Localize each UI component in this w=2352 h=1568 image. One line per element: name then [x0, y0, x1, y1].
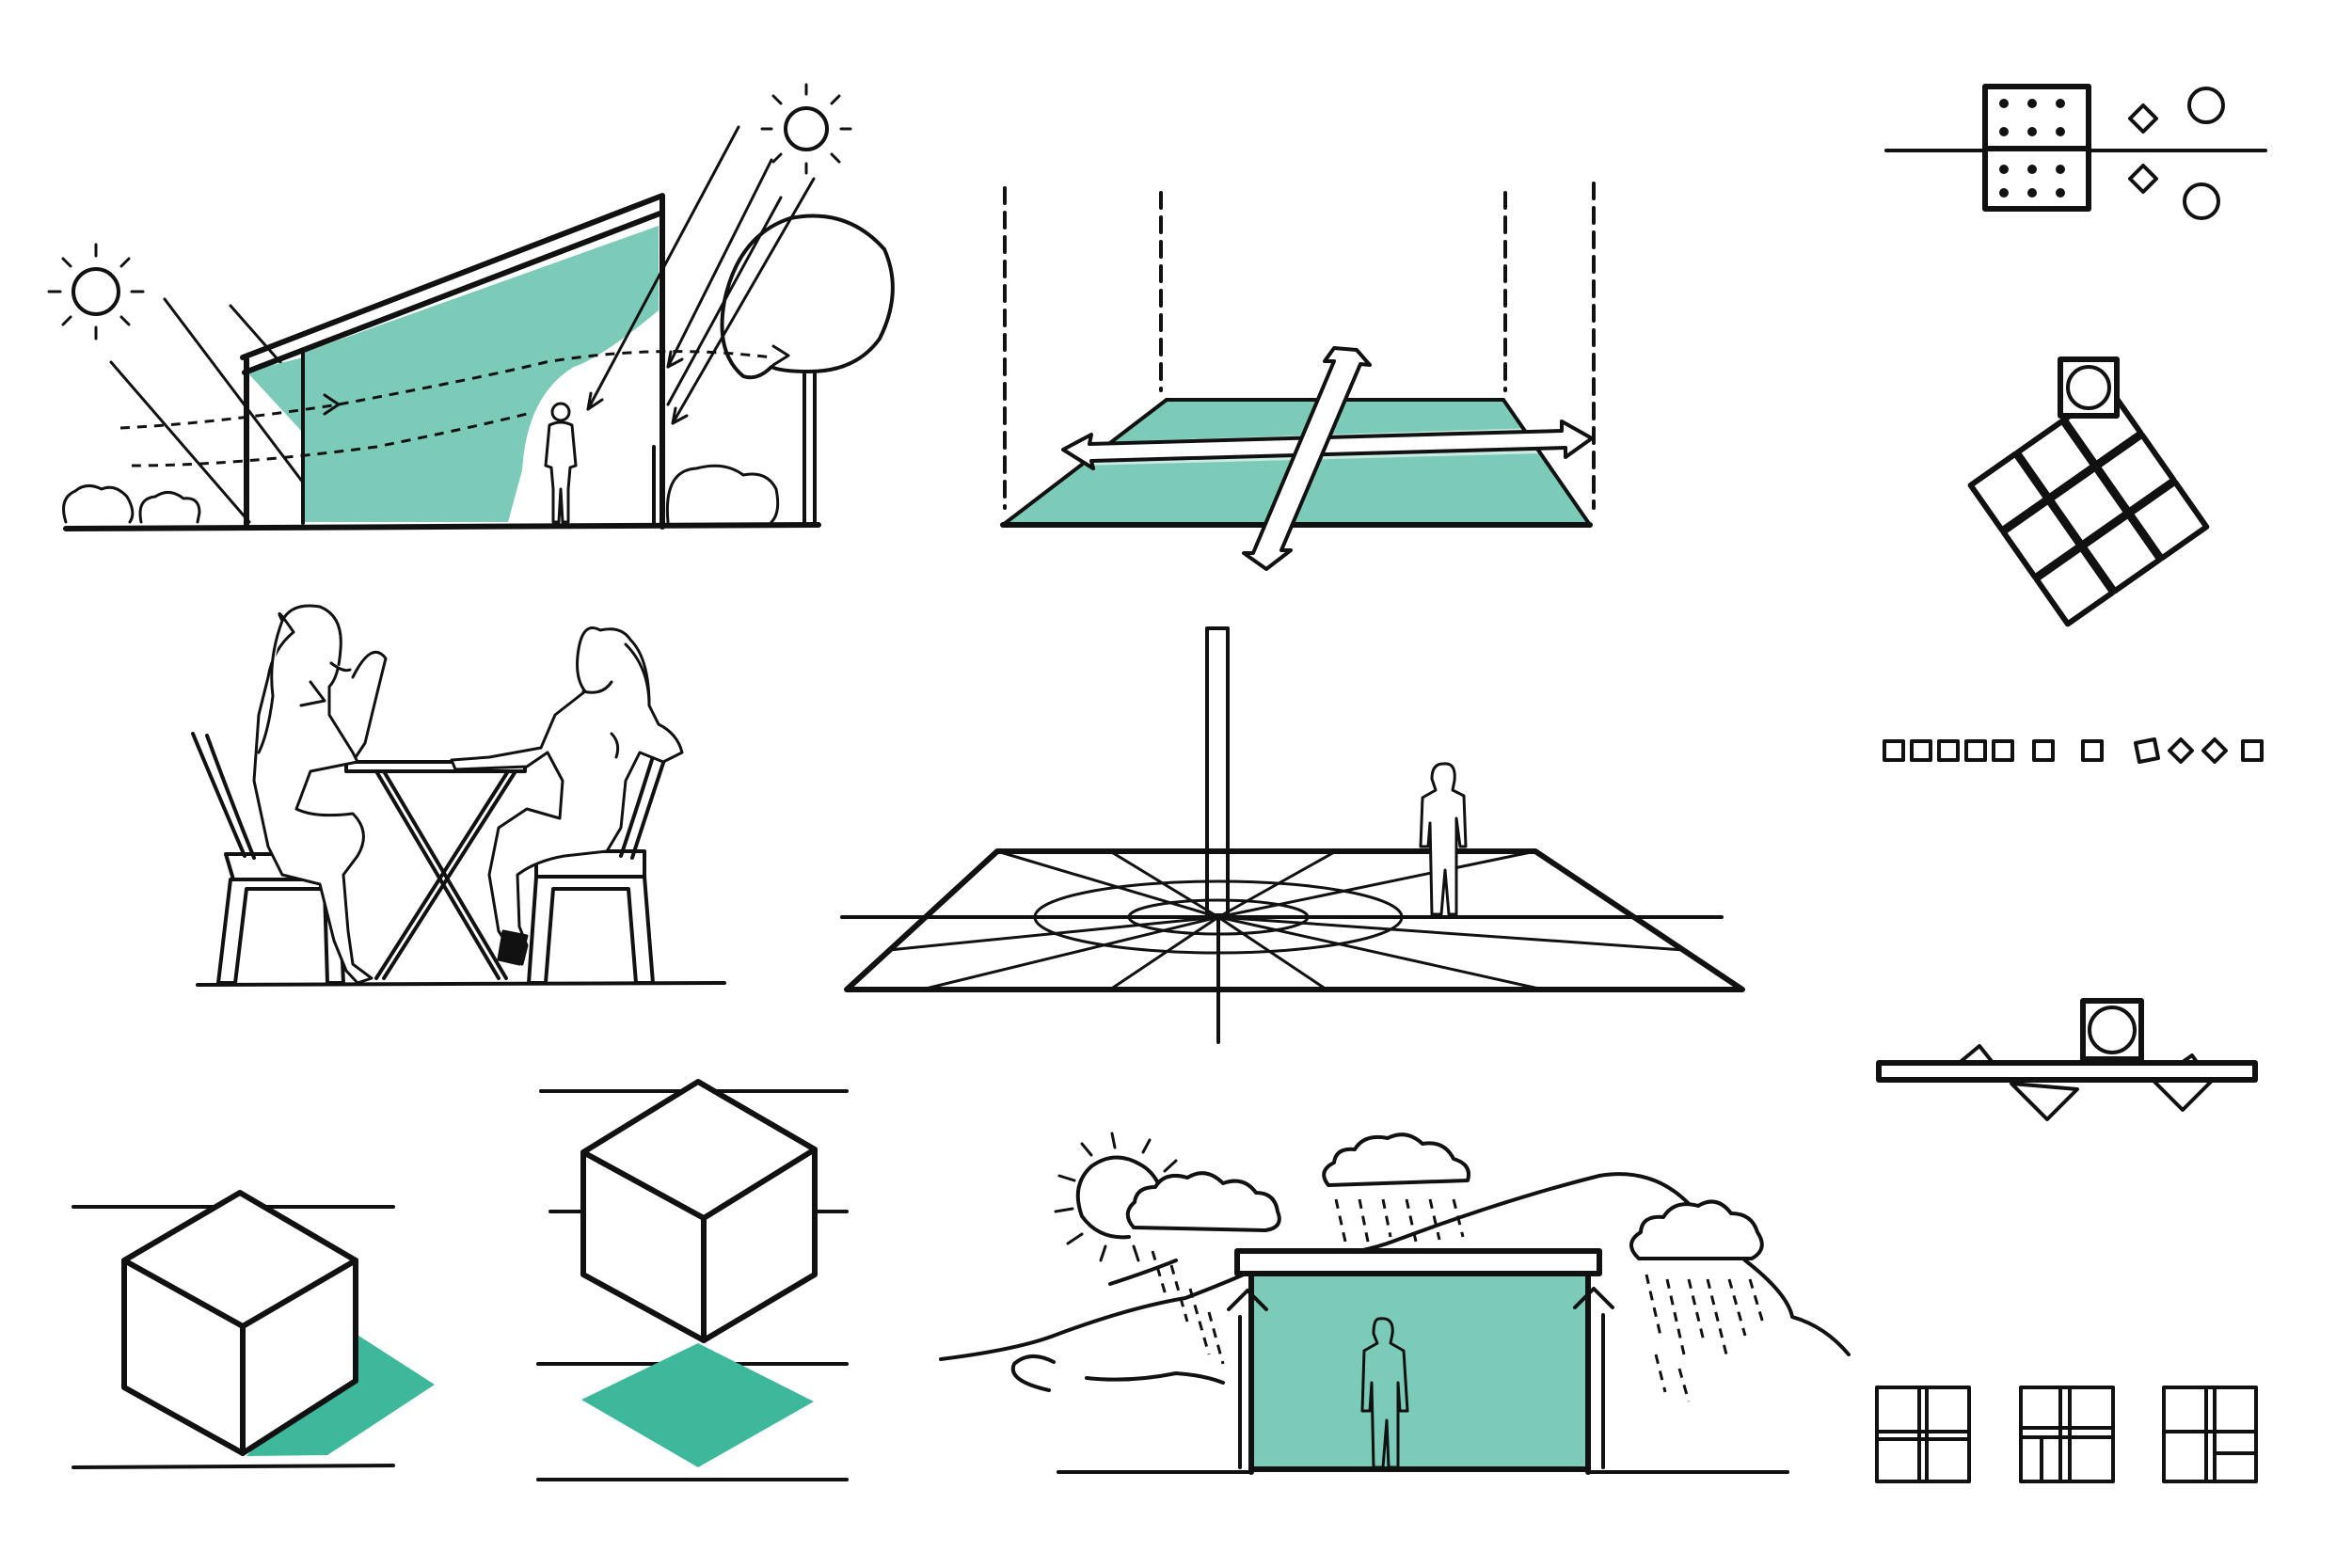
expanding-plane	[1003, 183, 1594, 569]
pillar-icon	[1207, 628, 1228, 915]
shelter-from-weather	[941, 1133, 1849, 1472]
circle-icon	[2189, 88, 2223, 122]
sun-icon	[762, 85, 850, 173]
diamond-icon	[2130, 105, 2156, 132]
sun-and-airflow-section	[49, 85, 893, 529]
vertical-marker-on-radial-grid	[842, 628, 1742, 1042]
person-icon	[1421, 764, 1466, 914]
diamond-icon	[2130, 166, 2156, 192]
cube-icon	[583, 1082, 815, 1340]
sun-icon	[49, 245, 143, 339]
cube-and-shadow	[73, 1082, 847, 1480]
two-women-at-cafe-table	[193, 606, 724, 985]
person-icon	[254, 606, 386, 983]
square-icon	[1877, 1387, 2256, 1481]
cloud-icon	[1128, 1134, 1762, 1259]
tree-icon	[723, 215, 893, 523]
person-icon	[546, 404, 576, 522]
grid-alignment-diagram	[1877, 87, 2265, 1481]
circle-icon	[2185, 184, 2218, 218]
